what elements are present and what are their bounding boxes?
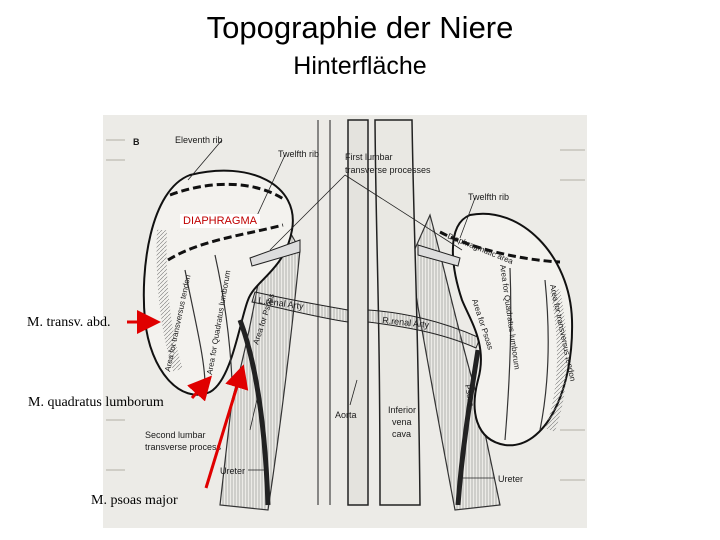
twelfth-rib-left-label: Twelfth rib [278, 149, 319, 159]
left-rib-line [167, 223, 284, 262]
page-subtitle: Hinterfläche [293, 52, 427, 80]
label-quadratus: M. quadratus lumborum [28, 395, 164, 410]
leader-lines [187, 139, 495, 479]
label-psoas: M. psoas major [91, 493, 178, 508]
panel-letter: B [133, 137, 140, 147]
aorta-label: Aorta [335, 410, 357, 420]
arrow-quadratus [187, 375, 212, 402]
left-transverse-process [249, 239, 301, 267]
ivc-label-2: vena [392, 417, 412, 427]
diaphragm-label: DIAPHRAGMA [180, 214, 260, 228]
ivc-label-3: cava [392, 429, 411, 439]
right-rib-line [439, 230, 561, 264]
left-eleventh-rib-line [169, 182, 286, 202]
twelfth-rib-right-label: Twelfth rib [468, 192, 509, 202]
second-lumbar-label-2: transverse process [145, 442, 222, 452]
right-divider-1 [504, 267, 512, 441]
left-ureter-shape [237, 319, 271, 506]
right-ureter-shape [455, 349, 481, 506]
ureter-left-label: Ureter [220, 466, 245, 476]
psoas-label: Psoas [463, 384, 476, 407]
kidney-diagram: B Eleventh rib Twelfth rib First lumbar … [103, 115, 587, 528]
arrow-psoas [204, 364, 249, 489]
second-lumbar-label-1: Second lumbar [145, 430, 206, 440]
right-renal-artery-label: R.renal Arty [382, 315, 430, 330]
left-hatch-band [156, 229, 183, 372]
right-renal-artery-shape [367, 309, 481, 349]
right-hatch-band [545, 289, 567, 432]
right-transverse-process [417, 244, 461, 267]
page-title: Topographie der Niere [206, 10, 514, 45]
right-kidney-shape [451, 212, 574, 447]
right-divider-2 [539, 279, 549, 431]
aorta-shape [347, 119, 369, 506]
scan-text-bleed [106, 139, 585, 481]
label-transversus: M. transv. abd. [27, 315, 111, 330]
first-lumbar-label-2: transverse processes [345, 165, 431, 175]
first-lumbar-label-1: First lumbar [345, 152, 393, 162]
left-renal-artery-shape [251, 291, 349, 323]
ureter-right-label: Ureter [498, 474, 523, 484]
ivc-label-1: Inferior [388, 405, 416, 415]
eleventh-rib-label: Eleventh rib [175, 135, 223, 145]
